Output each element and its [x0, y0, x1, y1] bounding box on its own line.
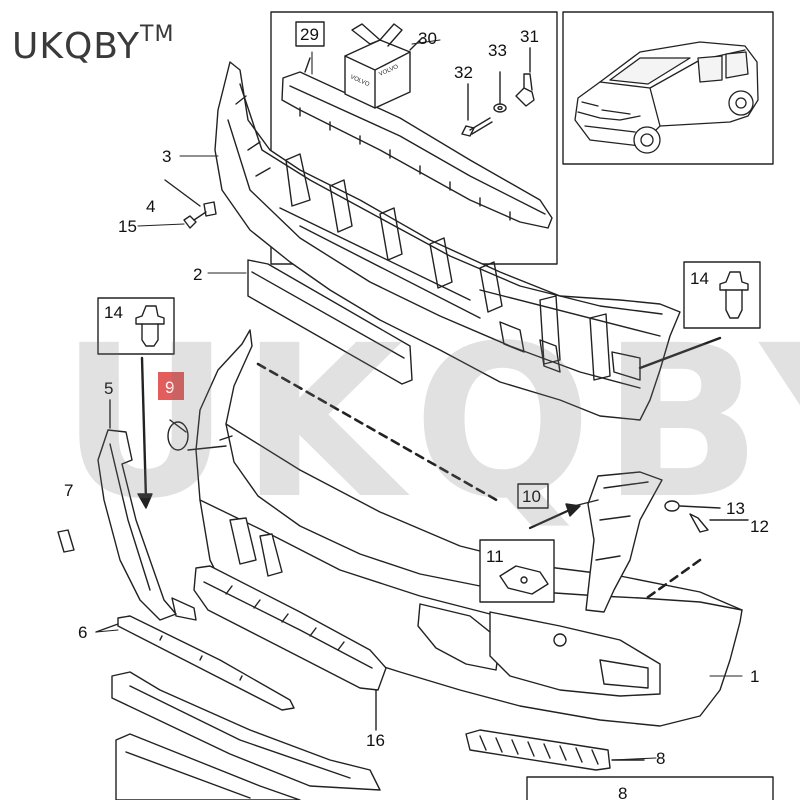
brand-name: UKQBY: [12, 26, 141, 67]
part-15-screw: [183, 211, 207, 229]
callout-5: 5: [104, 379, 113, 398]
part-4-bracket: [164, 179, 217, 217]
part-12-bolt: [689, 513, 749, 533]
fastener-14-right: [719, 271, 749, 319]
arrowhead-11: [565, 503, 581, 517]
arrow-part-14-right: [638, 336, 722, 370]
part-33-washer: [493, 71, 507, 113]
callout-29: 29: [300, 25, 319, 44]
inset-part-14-left: [97, 297, 175, 355]
part-7-clip: [57, 529, 75, 553]
part-5-side-bracket: [97, 399, 197, 621]
leader-lines: [95, 39, 743, 761]
fastener-14-left: [135, 305, 165, 347]
inset-part-14-right: [683, 261, 761, 329]
brand-trademark: TM: [140, 22, 175, 47]
callout-14-left: 14: [104, 303, 123, 322]
callout-box-29: [295, 21, 325, 47]
part-6-strip: [95, 615, 295, 711]
callout-2: 2: [193, 265, 202, 284]
highlight-part-9: [158, 372, 184, 400]
callout-box-10: [517, 483, 549, 509]
lower-spoiler-1: [111, 671, 381, 791]
callout-31: 31: [520, 27, 539, 46]
part-31-clip: [515, 47, 535, 107]
callout-8-box: 8: [618, 784, 627, 800]
callout-16: 16: [366, 731, 385, 750]
callout-33: 33: [488, 41, 507, 60]
callout-3: 3: [162, 147, 171, 166]
part-1-bumper-cover: [195, 329, 743, 727]
part-16-grille: [193, 565, 387, 731]
callout-30: 30: [418, 29, 437, 48]
nut-11: [499, 565, 549, 595]
inset-part-8: [526, 776, 774, 800]
part-3-reinforcement: [214, 61, 681, 421]
arrow-part-11: [528, 506, 576, 530]
callout-15: 15: [118, 217, 137, 236]
part-32-bolt: [461, 83, 493, 137]
callout-11: 11: [486, 547, 504, 566]
vehicle-illustration: [574, 41, 759, 154]
callout-4: 4: [146, 197, 155, 216]
lower-spoiler-2: [115, 733, 301, 800]
callout-6: 6: [78, 623, 87, 642]
part-29-upper-trim: [281, 57, 553, 229]
callout-12: 12: [750, 517, 769, 536]
arrowhead-left: [137, 493, 153, 509]
callout-8: 8: [656, 749, 665, 768]
part-8-grille: [465, 729, 645, 771]
callout-10: 10: [522, 487, 541, 506]
callout-32: 32: [454, 63, 473, 82]
callout-14-right: 14: [690, 269, 709, 288]
callout-9: 9: [165, 378, 174, 397]
callout-13: 13: [726, 499, 745, 518]
part-10-bracket: [573, 471, 663, 613]
part-9-cap: [167, 419, 227, 451]
callout-1: 1: [750, 667, 759, 686]
brand-logo: UKQBYTM: [12, 22, 174, 67]
part-2-absorber: [247, 259, 413, 385]
callout-7: 7: [64, 481, 73, 500]
arrow-part-14-left: [140, 356, 148, 502]
part-13-washer: [664, 500, 721, 512]
part-30-box: VOLVO VOLVO: [344, 23, 423, 109]
